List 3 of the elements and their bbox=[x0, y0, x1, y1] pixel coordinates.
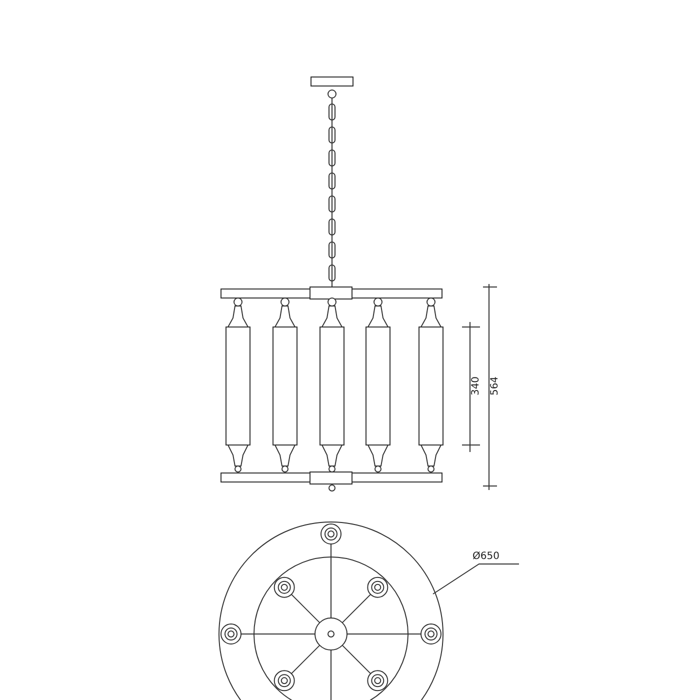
dimension-label: 564 bbox=[490, 376, 500, 396]
dimension-label: Ø650 bbox=[472, 552, 500, 562]
dimension-label: 340 bbox=[471, 376, 482, 396]
